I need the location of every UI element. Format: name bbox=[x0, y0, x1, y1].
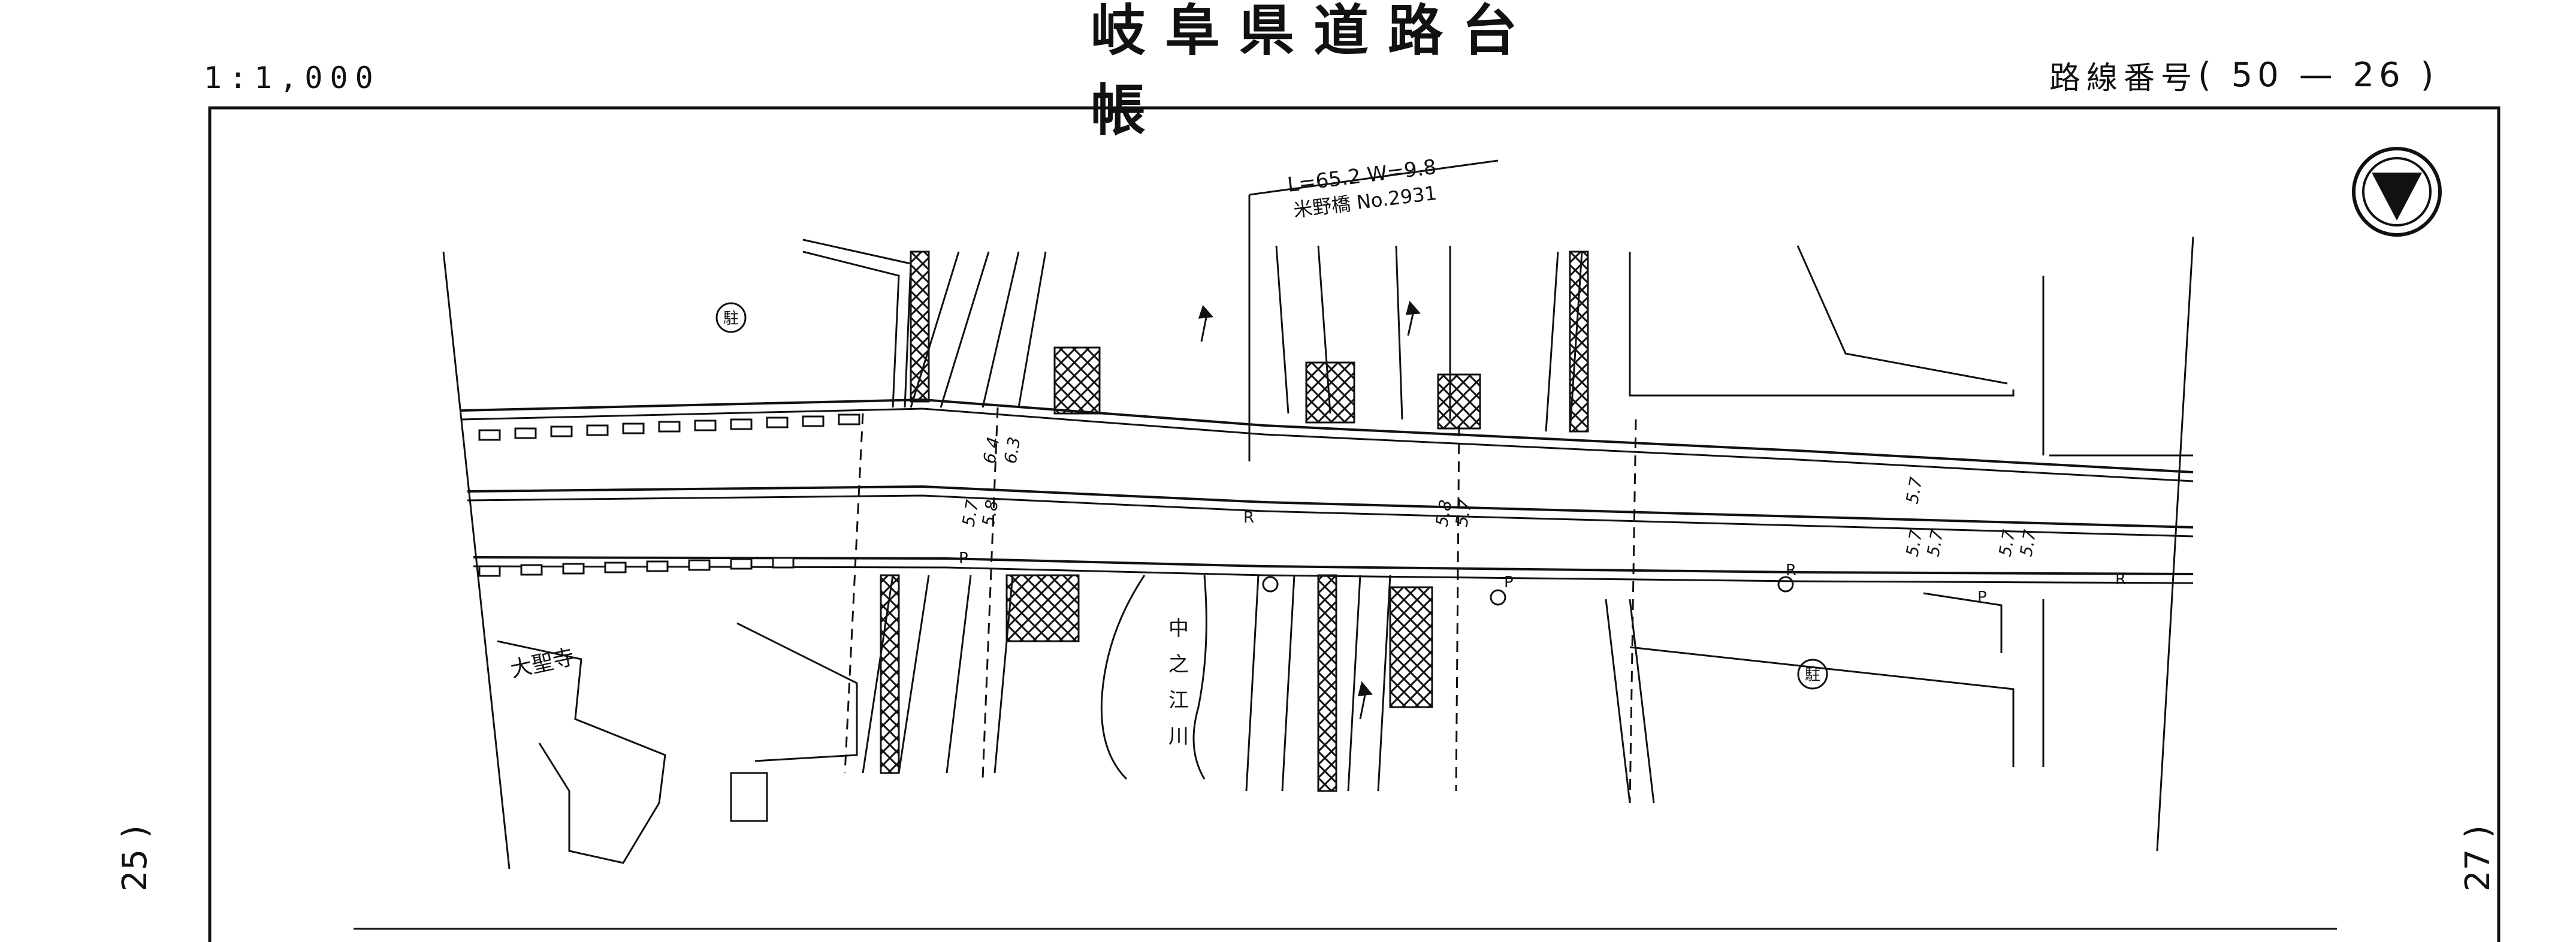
river-name: 中之江川 bbox=[1168, 617, 1189, 748]
parking-symbol-top: 駐 bbox=[723, 310, 739, 328]
river-banks bbox=[862, 245, 1655, 804]
route-number-value: ( 50 — 26 ) bbox=[2198, 55, 2439, 95]
river-name-char: 川 bbox=[1168, 724, 1189, 748]
flow-arrow-icon bbox=[1198, 300, 1421, 720]
feature-label: R bbox=[1786, 561, 1796, 579]
road-width-label: 5.8 bbox=[978, 499, 1002, 529]
roadside-ditches bbox=[478, 413, 860, 577]
feature-label: P bbox=[1977, 588, 1987, 606]
feature-labels: R P P R P R bbox=[959, 509, 2126, 606]
side-roads bbox=[802, 238, 2193, 457]
manhole-icon bbox=[1262, 576, 1794, 606]
hatched-areas bbox=[880, 250, 1589, 792]
feature-label: P bbox=[1504, 573, 1514, 591]
map-extent-lines bbox=[354, 236, 2337, 930]
section-lines bbox=[844, 407, 1637, 804]
building-footprints bbox=[497, 592, 2045, 864]
river-name-char: 之 bbox=[1168, 653, 1189, 677]
road-width-label: 5.7 bbox=[1995, 528, 2019, 558]
road-width-label: 6.3 bbox=[1000, 436, 1024, 466]
feature-label: R bbox=[2115, 570, 2126, 588]
map-scale: 1:1,000 bbox=[204, 61, 380, 95]
north-arrow-icon bbox=[2352, 147, 2442, 237]
road-width-label: 6.4 bbox=[979, 436, 1003, 466]
road-width-label: 5.8 bbox=[1432, 499, 1455, 529]
feature-label: R bbox=[1243, 509, 1254, 527]
road-width-label: 5.7 bbox=[2016, 528, 2040, 558]
river-name-char: 江 bbox=[1168, 689, 1189, 712]
road-width-label: 5.7 bbox=[1902, 475, 1926, 505]
route-number: 路線番号 ( 50 — 26 ) bbox=[2049, 48, 2438, 102]
road-width-label: 5.7 bbox=[1902, 528, 1926, 558]
parking-symbol-icon bbox=[715, 302, 1828, 690]
temple-name: 大聖寺 bbox=[508, 645, 576, 683]
road-width-label: 5.7 bbox=[958, 498, 982, 528]
parking-symbol-bottom: 駐 bbox=[1805, 666, 1820, 684]
map-frame bbox=[208, 106, 2500, 942]
bridge-callout bbox=[1248, 159, 1499, 461]
river-name-char: 中 bbox=[1168, 617, 1189, 641]
road-width-label: 5.7 bbox=[1451, 498, 1475, 528]
route-number-label: 路線番号 bbox=[2049, 60, 2198, 96]
road-width-label: 5.7 bbox=[1923, 528, 1947, 558]
feature-label: P bbox=[959, 550, 968, 567]
